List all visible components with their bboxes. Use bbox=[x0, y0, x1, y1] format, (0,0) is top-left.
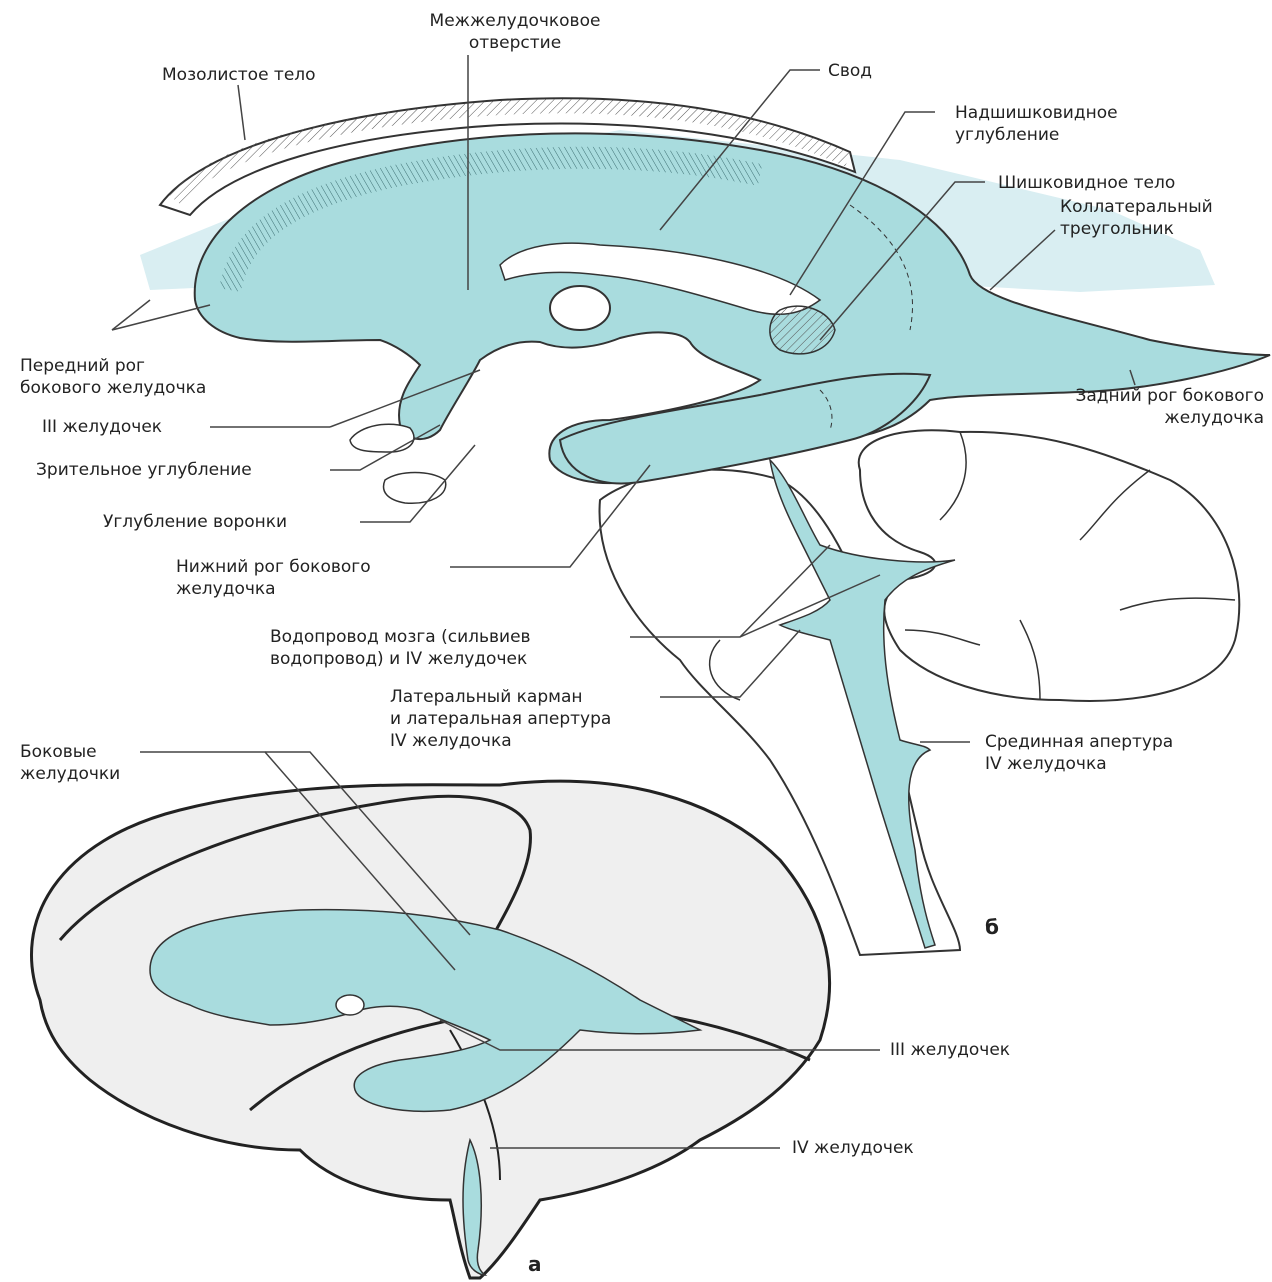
label-line: желудочка bbox=[1002, 407, 1264, 429]
label-posterior-horn: Задний рог бокового желудочка bbox=[1002, 385, 1264, 429]
label-line: Водопровод мозга (сильвиев bbox=[270, 626, 531, 648]
label-inferior-horn: Нижний рог бокового желудочка bbox=[176, 556, 371, 600]
brain-outline-illustration bbox=[31, 781, 829, 1278]
label-pineal-body: Шишковидное тело bbox=[998, 172, 1175, 194]
label-median-aperture: Срединная апертура IV желудочка bbox=[985, 731, 1173, 775]
label-line: Задний рог бокового bbox=[1002, 385, 1264, 407]
label-line: желудочка bbox=[176, 578, 371, 600]
label-line: Нижний рог бокового bbox=[176, 556, 371, 578]
label-line: бокового желудочка bbox=[20, 377, 206, 399]
label-line: Коллатеральный bbox=[1060, 196, 1213, 218]
label-line: желудочки bbox=[20, 763, 120, 785]
label-third-ventricle-b: III желудочек bbox=[42, 416, 162, 438]
label-line: Передний рог bbox=[20, 355, 206, 377]
label-aqueduct: Водопровод мозга (сильвиев водопровод) и… bbox=[270, 626, 531, 670]
label-line: Латеральный карман bbox=[390, 686, 611, 708]
label-infundibular-recess: Углубление воронки bbox=[103, 511, 287, 533]
label-anterior-horn: Передний рог бокового желудочка bbox=[20, 355, 206, 399]
label-line: Боковые bbox=[20, 741, 120, 763]
label-line: Надшишковидное bbox=[955, 102, 1118, 124]
label-line: IV желудочка bbox=[985, 753, 1173, 775]
label-line: отверстие bbox=[395, 32, 635, 54]
panel-letter-b: б bbox=[985, 915, 999, 939]
label-optic-recess: Зрительное углубление bbox=[36, 459, 252, 481]
label-third-ventricle-a: III желудочек bbox=[890, 1039, 1010, 1061]
label-line: углубление bbox=[955, 124, 1118, 146]
label-fornix: Свод bbox=[828, 60, 872, 82]
label-line: водопровод) и IV желудочек bbox=[270, 648, 531, 670]
label-fourth-ventricle-a: IV желудочек bbox=[792, 1137, 914, 1159]
label-lateral-recess: Латеральный карман и латеральная апертур… bbox=[390, 686, 611, 752]
label-line: Межжелудочковое bbox=[395, 10, 635, 32]
panel-letter-a: а bbox=[528, 1252, 542, 1276]
label-suprapineal-recess: Надшишковидное углубление bbox=[955, 102, 1118, 146]
label-corpus-callosum: Мозолистое тело bbox=[162, 64, 316, 86]
label-interventricular-foramen: Межжелудочковое отверстие bbox=[395, 10, 635, 54]
label-lateral-ventricles: Боковые желудочки bbox=[20, 741, 120, 785]
label-line: Срединная апертура bbox=[985, 731, 1173, 753]
label-collateral-trigone: Коллатеральный треугольник bbox=[1060, 196, 1213, 240]
label-line: IV желудочка bbox=[390, 730, 611, 752]
label-line: и латеральная апертура bbox=[390, 708, 611, 730]
label-line: треугольник bbox=[1060, 218, 1213, 240]
